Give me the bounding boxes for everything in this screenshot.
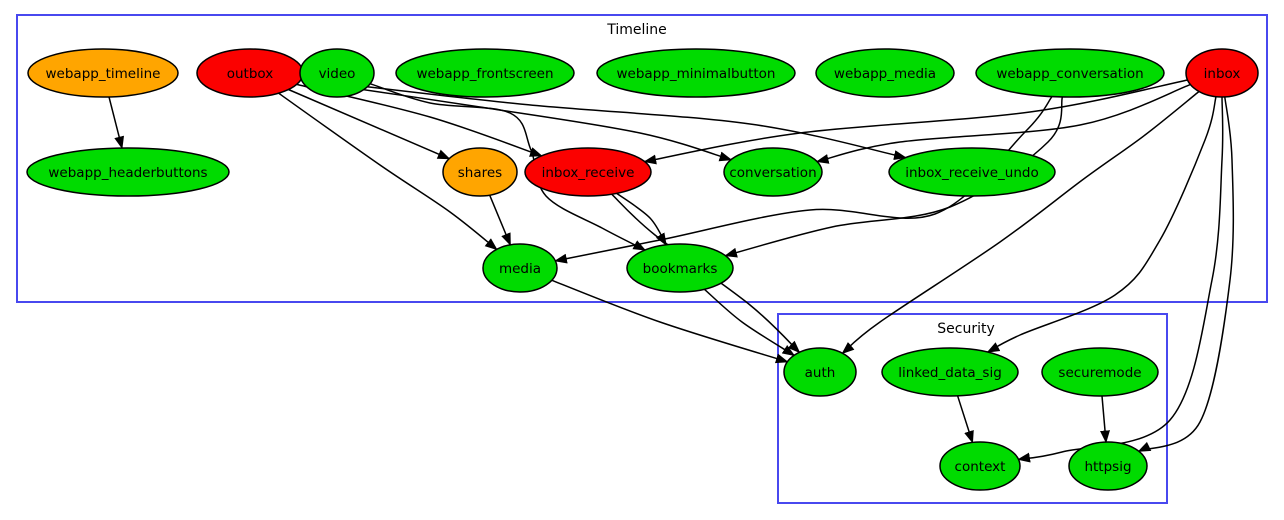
node-shape-media [482, 243, 558, 293]
node-label-httpsig: httpsig [1084, 459, 1131, 475]
edge-webapp_conversation-to-bookmarks [724, 96, 1064, 258]
node-outbox: outbox [196, 48, 304, 98]
node-webapp_timeline: webapp_timeline [27, 48, 179, 98]
cluster-security [777, 313, 1168, 504]
node-shape-context [939, 441, 1021, 491]
edge-outbox-to-conversation [300, 79, 733, 162]
edge-outbox-to-media [278, 92, 498, 251]
node-label-bookmarks: bookmarks [643, 261, 718, 277]
edge-inbox-to-linked_data_sig [986, 96, 1217, 353]
node-video: video [299, 48, 375, 98]
node-label-media: media [499, 261, 541, 277]
edge-linked_data_sig-to-context [956, 395, 974, 444]
node-webapp_frontscreen: webapp_frontscreen [395, 48, 575, 98]
node-shape-webapp_media [815, 48, 955, 98]
cluster-timeline [16, 14, 1268, 303]
cluster-label-security: Security [937, 321, 995, 337]
node-shape-video [299, 48, 375, 98]
node-label-webapp_frontscreen: webapp_frontscreen [416, 66, 553, 82]
edge-inbox-to-auth [841, 90, 1200, 355]
node-shape-linked_data_sig [881, 347, 1019, 397]
node-label-video: video [319, 66, 356, 82]
cluster-label-timeline: Timeline [606, 22, 667, 38]
node-media: media [482, 243, 558, 293]
node-label-outbox: outbox [227, 66, 274, 82]
node-shares: shares [442, 147, 518, 197]
node-label-conversation: conversation [729, 165, 816, 181]
node-webapp_minimalbutton: webapp_minimalbutton [596, 48, 796, 98]
node-shape-webapp_conversation [975, 48, 1165, 98]
node-shape-webapp_timeline [27, 48, 179, 98]
node-label-inbox: inbox [1204, 66, 1241, 82]
node-shape-inbox_receive [524, 147, 652, 197]
node-label-linked_data_sig: linked_data_sig [898, 365, 1002, 381]
edge-video-to-bookmarks [369, 82, 647, 251]
edge-inbox-to-inbox_receive [643, 79, 1188, 165]
node-label-inbox_receive_undo: inbox_receive_undo [905, 165, 1038, 181]
node-shape-conversation [723, 147, 823, 197]
edge-shares-to-media [489, 194, 511, 247]
node-shape-webapp_minimalbutton [596, 48, 796, 98]
node-inbox_receive_undo: inbox_receive_undo [888, 147, 1056, 197]
node-label-webapp_minimalbutton: webapp_minimalbutton [617, 66, 776, 82]
node-label-securemode: securemode [1058, 365, 1141, 381]
node-label-shares: shares [458, 165, 502, 181]
node-conversation: conversation [723, 147, 823, 197]
node-shape-auth [783, 347, 857, 397]
node-context: context [939, 441, 1021, 491]
edge-inbox-to-context [1017, 96, 1224, 463]
node-shape-inbox_receive_undo [888, 147, 1056, 197]
node-shape-securemode [1041, 347, 1159, 397]
node-bookmarks: bookmarks [626, 243, 734, 293]
node-label-webapp_headerbuttons: webapp_headerbuttons [48, 165, 207, 181]
node-label-inbox_receive: inbox_receive [542, 165, 635, 181]
edge-inbox-to-conversation [815, 83, 1191, 164]
node-shape-shares [442, 147, 518, 197]
node-shape-webapp_headerbuttons [26, 147, 230, 197]
node-webapp_media: webapp_media [815, 48, 955, 98]
node-auth: auth [783, 347, 857, 397]
node-httpsig: httpsig [1068, 441, 1148, 491]
node-inbox: inbox [1185, 48, 1259, 98]
edge-inbox-to-httpsig [1137, 96, 1235, 453]
edge-outbox-to-shares [288, 88, 451, 160]
edge-media-to-auth [551, 279, 789, 364]
node-label-webapp_media: webapp_media [834, 66, 936, 82]
node-label-webapp_conversation: webapp_conversation [996, 66, 1143, 82]
node-label-auth: auth [805, 365, 836, 381]
edge-webapp_timeline-to-webapp_headerbuttons [108, 96, 125, 150]
node-inbox_receive: inbox_receive [524, 147, 652, 197]
node-webapp_headerbuttons: webapp_headerbuttons [26, 147, 230, 197]
node-label-webapp_timeline: webapp_timeline [46, 66, 161, 82]
node-shape-inbox [1185, 48, 1259, 98]
node-shape-bookmarks [626, 243, 734, 293]
node-webapp_conversation: webapp_conversation [975, 48, 1165, 98]
node-label-context: context [955, 459, 1006, 475]
node-shape-webapp_frontscreen [395, 48, 575, 98]
node-securemode: securemode [1041, 347, 1159, 397]
node-linked_data_sig: linked_data_sig [881, 347, 1019, 397]
edge-outbox-to-inbox_receive_undo [301, 78, 907, 161]
node-shape-httpsig [1068, 441, 1148, 491]
edge-securemode-to-httpsig [1100, 395, 1110, 444]
edge-bookmarks-to-auth [703, 288, 796, 357]
